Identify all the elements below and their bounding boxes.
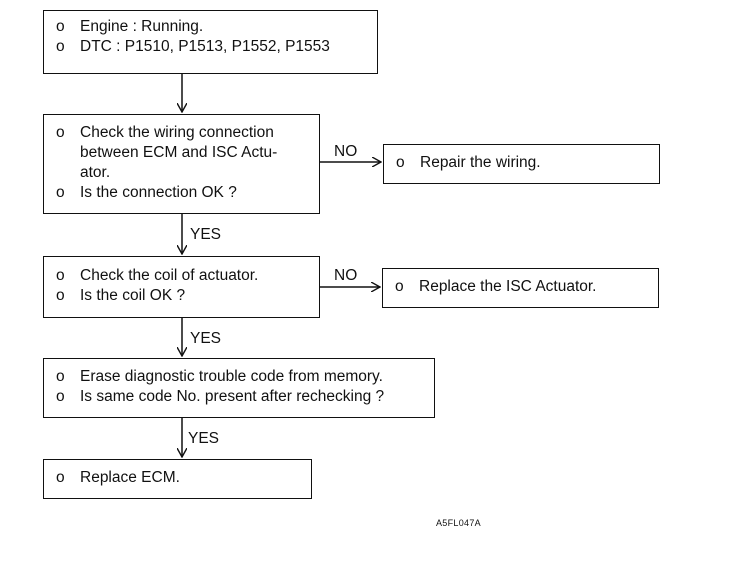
replace-ecm-text: Replace ECM. — [80, 469, 180, 486]
bullet: o — [56, 469, 65, 486]
bullet: o — [396, 154, 405, 171]
yes-label-wiring: YES — [190, 226, 222, 243]
dtc-codes-text: DTC : P1510, P1513, P1552, P1553 — [80, 38, 330, 55]
bullet: o — [395, 278, 404, 295]
bullet: o — [56, 38, 65, 55]
yes-label-coil: YES — [190, 330, 222, 347]
check-wiring-text: Check the wiring connection between ECM … — [80, 124, 278, 181]
connection-question-text: Is the connection OK ? — [80, 184, 237, 201]
erase-dtc-text: Erase diagnostic trouble code from memor… — [80, 368, 383, 385]
coil-question-text: Is the coil OK ? — [80, 287, 186, 304]
bullet: o — [56, 267, 65, 284]
bullet: o — [56, 287, 65, 304]
engine-status-text: Engine : Running. — [80, 18, 204, 35]
bullet: o — [56, 368, 65, 385]
check-coil-box: o Check the coil of actuator. o Is the coi… — [43, 256, 320, 318]
check-wiring-box: o Check the wiring connection between ECM… — [43, 114, 320, 214]
erase-dtc-box: o Erase diagnostic trouble code from memo… — [43, 358, 435, 418]
repair-wiring-box: o Repair the wiring. — [383, 144, 660, 184]
yes-label-erase: YES — [188, 430, 220, 447]
bullet: o — [56, 124, 65, 141]
figure-code: A5FL047A — [436, 518, 481, 528]
no-label-wiring: NO — [334, 143, 358, 160]
repair-wiring-text: Repair the wiring. — [420, 154, 541, 171]
no-label-coil: NO — [334, 267, 358, 284]
bullet: o — [56, 184, 65, 201]
recheck-question-text: Is same code No. present after recheckin… — [80, 388, 385, 405]
check-coil-text: Check the coil of actuator. — [80, 267, 259, 284]
replace-isc-box: o Replace the ISC Actuator. — [382, 268, 659, 308]
bullet: o — [56, 18, 65, 35]
bullet: o — [56, 388, 65, 405]
replace-isc-text: Replace the ISC Actuator. — [419, 278, 597, 295]
replace-ecm-box: o Replace ECM. — [43, 459, 312, 499]
